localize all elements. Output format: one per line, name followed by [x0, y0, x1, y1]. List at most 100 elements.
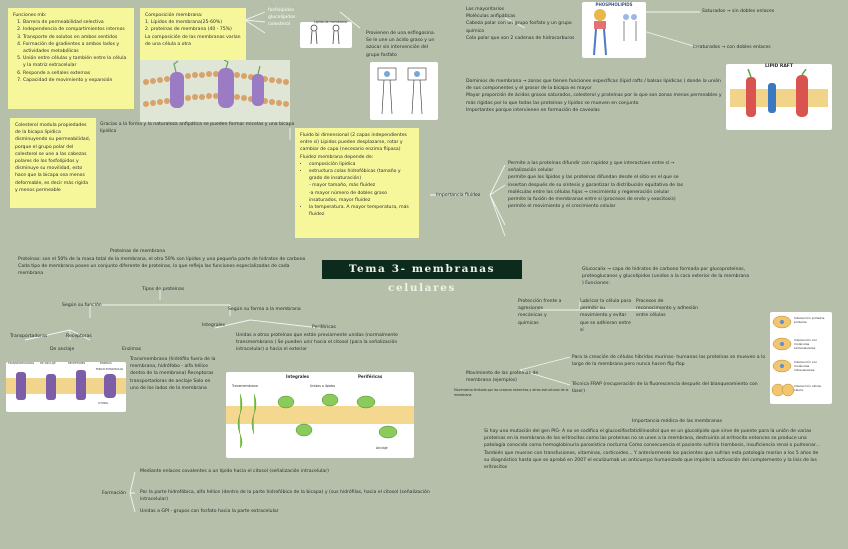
importancia-medica-heading: Importancia médica de las membranas: [632, 419, 723, 424]
movimiento-item: Técnica FRAP (recuperación de la fluores…: [572, 382, 758, 395]
dominios-line: Importantes porque intervienen en formac…: [466, 107, 600, 113]
proteinas-body: Proteínas: son el 50% de la masa total d…: [18, 257, 306, 277]
glucocalix-func: Lubricar la célula para permitir su movi…: [580, 299, 632, 333]
lipid-raft-label: LIPID RAFT: [765, 64, 793, 69]
movimiento-label: Movimiento de las proteínas de membrana …: [466, 371, 539, 384]
funciones-note: Funciones mb: Barrera de permeabilidad s…: [8, 8, 134, 109]
colesterol-note: Colesterol modula propiedades de la bica…: [10, 118, 96, 208]
formacion-item: Unidas a GPI - grupos con fosfato hacia …: [140, 509, 279, 514]
funciones-heading: Funciones mb:: [13, 13, 47, 18]
fig-label-anclaje: Anclaje: [376, 446, 388, 450]
fig-interaction-label: Interacción célula-célula: [794, 384, 822, 392]
funciones-item: Formación de gradientes a ambos lados y …: [23, 41, 129, 55]
fluido-intro: Fluido bi dimensional (2 capas independi…: [300, 133, 407, 160]
sphingolipid-figure: [370, 62, 438, 120]
dominios-line: Mayor proporción de ácidos grasos satura…: [466, 93, 722, 106]
integrales-label: Integrales: [202, 323, 226, 328]
funciones-item: Unión entre células y también entre la c…: [23, 55, 129, 69]
fluido-note: Fluido bi dimensional (2 capas independi…: [295, 128, 419, 238]
funciones-item: Responde a señales externas: [23, 70, 129, 77]
fluido-item: estructura colas hidrofóbicas (tamaño y …: [309, 168, 414, 182]
enzimas-label: Enzimas: [122, 347, 142, 352]
funciones-list: Barrera de permeabilidad selectiva Indep…: [13, 19, 129, 84]
fosfolipidos-line: Cabeza polar con un grupo fosfato y un g…: [466, 21, 572, 34]
fig-interaction-label: Interacción con moléculas extracelulares: [794, 338, 818, 350]
lipid-type-colesterol: colesterol: [268, 22, 291, 28]
fluido-item: - mayor tamaño, más fluidez: [309, 183, 376, 189]
fig-func-label-citosol: CITOSOL: [98, 402, 109, 405]
lipid-types: fosfolípidos glucolípidos colesterol: [268, 7, 318, 29]
receptoras-label: Receptoras: [66, 334, 92, 339]
tipos-label: Tipos de proteínas: [142, 287, 185, 292]
fosfolipidos-text: Los mayoritarios Moléculas anfipáticas C…: [466, 6, 578, 42]
formacion-item: Mediante enlaces covalentes a un lípido …: [140, 469, 329, 474]
fig-label-integrales: Integrales: [286, 374, 309, 379]
fig-label-transmembrana: Transmembrana: [232, 384, 258, 388]
fig-func-label-enzimas: ENZIMAS: [100, 362, 112, 365]
funciones-item: Transporte de solutos en ambos sentidos: [23, 34, 129, 41]
fig-label-unidas: Unidas a lípidos: [310, 384, 336, 388]
interaction-figure: Interacción proteína-proteína Interacció…: [770, 312, 832, 404]
perifericas-label: Periféricas: [312, 325, 336, 330]
fig-label-perifericas: Periféricas: [358, 374, 383, 379]
glucocalix-func: Protección frente a agresiones mecánicas…: [518, 299, 562, 326]
dominios-text: Dominios de membrana → zonas que tienen …: [466, 78, 722, 114]
protein-functions-figure: TRANSPORTADORAS DE ANCLAJE RECEPTORES EN…: [6, 362, 126, 412]
lipid-raft-figure: LIPID RAFT: [726, 64, 832, 130]
funciones-item: Barrera de permeabilidad selectiva: [23, 19, 129, 26]
formacion-label: Formación: [102, 491, 126, 496]
glucocalix-text: Glucocalix → capa de hidratos de carbono…: [582, 267, 750, 287]
lipid-sketch-figure: Lípido de membrana: [300, 20, 352, 48]
glucocalix-func: Procesos de reconocimiento y adhesión en…: [636, 299, 699, 319]
funciones-item: Independencia de compartimientos interno…: [23, 26, 129, 33]
importancia-fluidez-item: Permite a las proteínas difundir con rap…: [508, 161, 675, 174]
importancia-fluidez-item: permite que los lípidos y las proteínas …: [508, 175, 684, 195]
saturados-text: Saturados → sin dobles enlaces: [702, 9, 775, 14]
importancia-fluidez-label: Importancia fluidez: [436, 193, 481, 198]
page-title: Tema 3- membranas celulares: [322, 260, 522, 294]
fig-func-label-anclaje: DE ANCLAJE: [40, 362, 56, 365]
fig-interaction-label: Interacción proteína-proteína: [794, 316, 826, 324]
fig-func-label-transportadoras: TRANSPORTADORAS: [8, 362, 35, 365]
movimiento-item: Para la creación de células híbridas mur…: [572, 355, 766, 368]
lipid-sketch-label: Lípido de membrana: [314, 20, 347, 24]
lipid-type-fosfolipidos: fosfolípidos: [268, 8, 295, 13]
phospholipid-figure: PHOSPHOLIPIDS: [582, 2, 646, 58]
segun-funcion-label: Según su función: [62, 303, 102, 308]
importancia-fluidez-item: permite la fusión de membranas entre sí …: [508, 197, 676, 203]
composicion-item: 2. proteínas de membrana (40 - 75%): [145, 27, 232, 33]
movimiento-sub: Movimiento limitado por las uniones estr…: [454, 388, 569, 397]
funciones-item: Capacidad de movimiento y expansión: [23, 77, 129, 84]
perifericas-text: Unidas a otras proteínas que están previ…: [236, 333, 398, 353]
integral-peripheral-figure: Integrales Periféricas Transmembrana Uni…: [226, 372, 414, 458]
importancia-fluidez-list: Permite a las proteínas difundir con rap…: [508, 160, 684, 210]
fig-func-label-espacio: ESPACIO EXTRACELULAR: [96, 368, 123, 371]
integrales-text: Transmembrana (hidrófilo fuera de la mem…: [130, 357, 216, 391]
fluido-item: la temperatura. A mayor temperatura, más…: [309, 204, 414, 218]
insaturados-text: Insaturados → con dobles enlaces: [693, 45, 771, 50]
segun-forma-label: Según su forma a la membrana: [228, 307, 301, 312]
lipid-type-glucolipidos: glucolípidos: [268, 15, 296, 21]
fluido-item: -a mayor número de dobles graso insatura…: [309, 190, 387, 203]
fosfolipidos-line: Moléculas anfipáticas: [466, 14, 516, 20]
fluido-item: composición lipídica: [309, 161, 414, 168]
importancia-medica-text: Si hay una mutación del gen PIG- A no se…: [484, 429, 820, 471]
anfipatica-text: Gracias a la forma y la naturaleza anfip…: [100, 122, 295, 135]
proteinas-heading: Proteínas de membrana: [110, 249, 166, 254]
composicion-note: Composición membrana: 1. Lípidos de memb…: [140, 8, 246, 60]
composicion-item: 1. Lípidos de membrana(25-60%): [145, 20, 223, 26]
composicion-extra: La composición de las membranas varían d…: [145, 34, 241, 47]
phospholipid-figure-label: PHOSPHOLIPIDS: [595, 2, 633, 7]
fosfolipidos-line: Cola polar que son 2 cadenas de hidrocar…: [466, 35, 575, 41]
importancia-fluidez-item: permite el movimiento y el crecimiento c…: [508, 204, 616, 210]
composicion-heading: Composición membrana:: [145, 13, 203, 18]
esfingosina-text: Provienen de una esfingosina. Se le une …: [366, 31, 436, 58]
dominios-line: Dominios de membrana → zonas que tienen …: [466, 79, 721, 92]
membrane-figure: [140, 59, 290, 122]
fig-func-label-receptores: RECEPTORES: [68, 362, 86, 365]
fig-interaction-label: Interacción con moléculas intracelulares: [794, 360, 818, 372]
de-anclaje-label: De anclaje: [50, 347, 75, 352]
fosfolipidos-line: Los mayoritarios: [466, 7, 505, 12]
transportadoras-label: Transportadoras: [10, 334, 48, 339]
